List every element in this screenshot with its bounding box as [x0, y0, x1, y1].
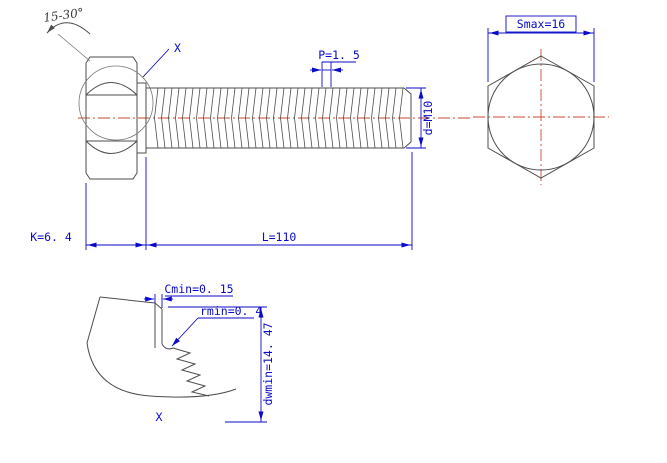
bearing-diameter-dimension-group: dwmin=14. 47 — [168, 306, 275, 423]
chamfer-angle-arc-arrow — [46, 22, 91, 35]
hex-head-outline — [487, 55, 595, 179]
detail-view: X Cmin=0. 15 rmin=0. 4 dwmin=14. 47 — [86, 282, 275, 424]
pitch-dimension-group: P=1. 5 — [310, 48, 360, 87]
diameter-dimension: d=M10 — [421, 101, 435, 136]
head-height-dimension: K=6. 4 — [30, 230, 72, 244]
dim-arrow — [171, 317, 199, 347]
detail-x-marker: X — [156, 410, 163, 424]
chamfer-min-dimension-group: Cmin=0. 15 — [144, 282, 234, 308]
length-dimension: L=110 — [262, 230, 297, 244]
detail-head-top — [99, 296, 156, 304]
diameter-dimension-group: d=M10 — [406, 87, 435, 149]
head-chamfer-arc-top — [85, 82, 138, 96]
length-dimension-group: L=110 — [146, 152, 413, 250]
thread-hatch — [152, 88, 404, 148]
washer-face — [136, 82, 147, 154]
fillet-radius-dimension-group: rmin=0. 4 — [171, 304, 262, 347]
detail-x-label: X — [174, 41, 181, 55]
bearing-diameter-dimension: dwmin=14. 47 — [261, 322, 275, 405]
detail-circle — [78, 65, 154, 141]
detail-thread-profile — [172, 347, 210, 397]
detail-fillet — [161, 343, 174, 350]
chamfer-angle-leg — [57, 33, 91, 62]
detail-head-left — [86, 296, 101, 344]
width-across-flats-dimension: Smax=16 — [517, 17, 566, 31]
chamfer-angle-label: 15-30° — [42, 5, 84, 25]
bolt-head-outline — [85, 56, 138, 180]
pitch-dimension: P=1. 5 — [318, 48, 360, 62]
detail-chamfer-edge — [154, 302, 163, 310]
fillet-radius-dimension: rmin=0. 4 — [200, 304, 262, 318]
end-view: Smax=16 — [473, 15, 609, 185]
across-flats-dimension-group: Smax=16 — [487, 15, 595, 82]
head-chamfer-arc-bottom — [85, 140, 138, 154]
inscribed-circle — [487, 63, 595, 171]
detail-break-arc — [86, 342, 237, 398]
detail-leader — [142, 48, 170, 78]
chamfer-min-dimension: Cmin=0. 15 — [164, 282, 233, 296]
head-height-dimension-group: K=6. 4 — [30, 157, 147, 250]
dim-text-box — [505, 15, 577, 33]
main-view: X 15-30° P=1. 5 d=M10 — [30, 5, 470, 250]
